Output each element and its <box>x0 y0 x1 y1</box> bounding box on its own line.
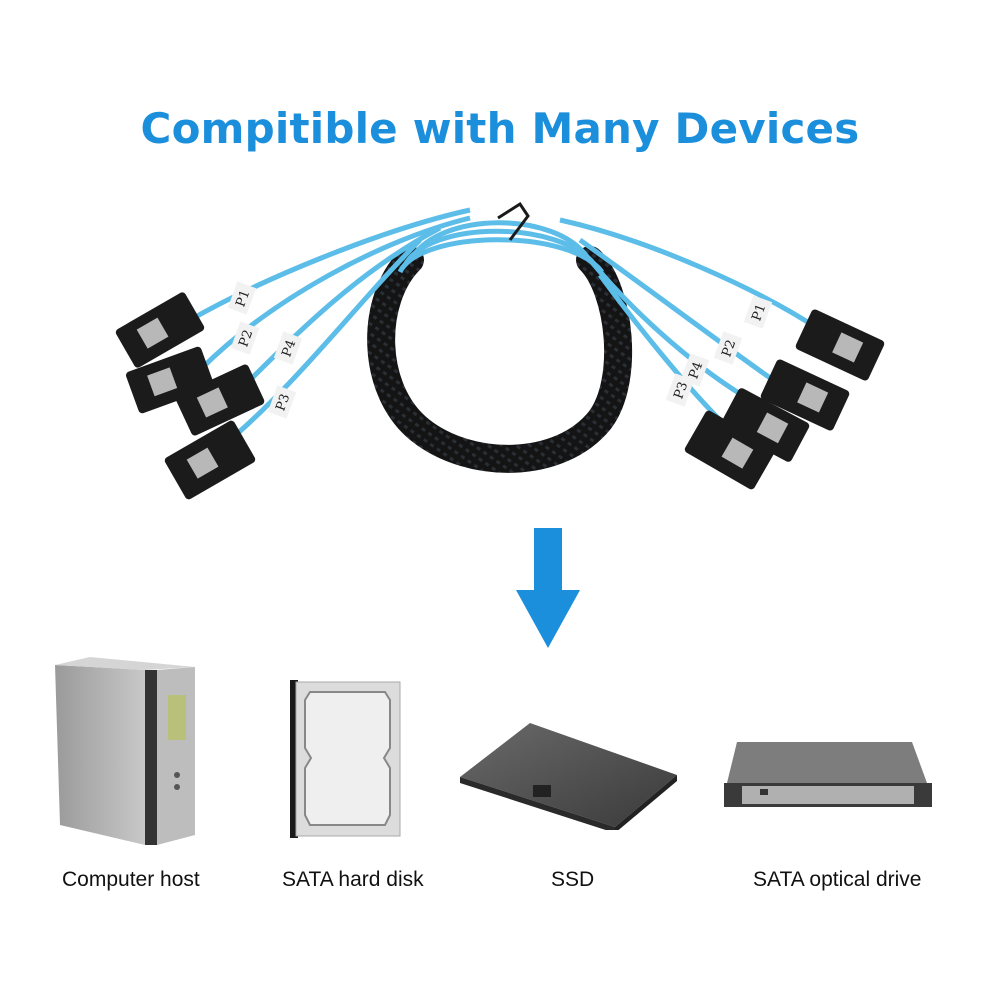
sata-optical-drive-image <box>724 742 932 807</box>
port-label-left-p1: P1 <box>233 288 253 309</box>
port-label-left-p2: P2 <box>236 328 256 349</box>
device-label-sata-optical-drive: SATA optical drive <box>753 868 922 891</box>
device-label-ssd: SSD <box>551 868 595 891</box>
ssd-image <box>460 723 677 830</box>
port-label-right-p2: P2 <box>719 338 739 359</box>
computer-host-image <box>55 657 195 845</box>
left-wires <box>188 207 471 442</box>
port-label-left-p3: P3 <box>273 392 293 413</box>
zip-tie <box>497 201 530 241</box>
port-label-left-p4: P4 <box>279 338 299 359</box>
sata-cable-illustration: P1 P2 P4 P3 P1 P2 P4 P3 <box>115 201 885 500</box>
sata-hard-disk-image <box>290 680 401 838</box>
right-connectors <box>684 309 885 490</box>
left-connectors <box>115 292 265 500</box>
port-label-right-p1: P1 <box>749 302 769 323</box>
blue-wire-bundle <box>397 220 605 274</box>
device-label-sata-hard-disk: SATA hard disk <box>282 868 424 891</box>
braided-sleeve <box>367 246 633 473</box>
port-label-right-p4: P4 <box>686 360 706 381</box>
arrow-down-icon <box>516 528 580 648</box>
port-label-right-p3: P3 <box>671 380 691 401</box>
right-wires <box>559 217 822 422</box>
page-title: Compitible with Many Devices <box>140 104 860 153</box>
device-label-computer-host: Computer host <box>62 868 200 891</box>
